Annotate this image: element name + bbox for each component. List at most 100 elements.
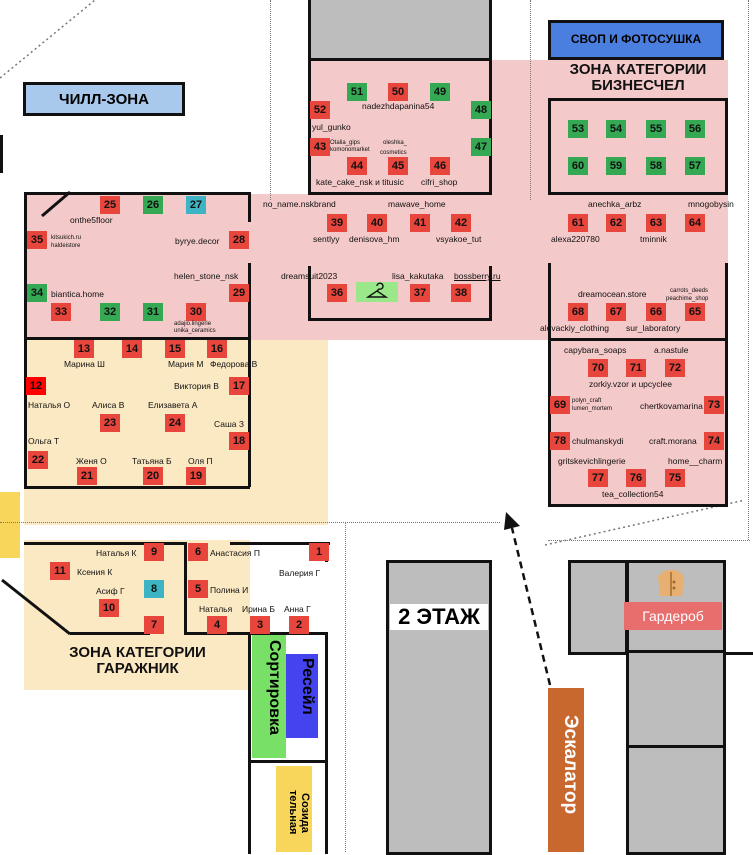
booth-41[interactable]: 41: [410, 214, 430, 232]
booth-66[interactable]: 66: [646, 303, 666, 321]
booth-53[interactable]: 53: [568, 120, 588, 138]
booth-68[interactable]: 68: [568, 303, 588, 321]
booth-28[interactable]: 28: [229, 231, 249, 249]
floor2-label: 2 ЭТАЖ: [390, 604, 488, 630]
booth-51[interactable]: 51: [347, 83, 367, 101]
business-zone-title: ЗОНА КАТЕГОРИИ БИЗНЕСЧЕЛ: [569, 61, 707, 94]
booth-35[interactable]: 35: [27, 231, 47, 249]
booth-65[interactable]: 65: [685, 303, 705, 321]
booth-20[interactable]: 20: [143, 467, 163, 485]
booth-21[interactable]: 21: [77, 467, 97, 485]
booth-3[interactable]: 3: [250, 616, 270, 634]
booth-44[interactable]: 44: [347, 157, 367, 175]
booth-61[interactable]: 61: [568, 214, 588, 232]
booth-78[interactable]: 78: [550, 432, 570, 450]
booth-5[interactable]: 5: [188, 580, 208, 598]
booth-47[interactable]: 47: [471, 138, 491, 156]
booth-57[interactable]: 57: [685, 157, 705, 175]
booth-54[interactable]: 54: [606, 120, 626, 138]
vendor-label: mnogobysin: [688, 199, 734, 209]
booth-70[interactable]: 70: [588, 359, 608, 377]
booth-8[interactable]: 8: [144, 580, 164, 598]
wall: [184, 542, 187, 632]
wall: [250, 760, 326, 763]
booth-32[interactable]: 32: [100, 303, 120, 321]
booth-46[interactable]: 46: [430, 157, 450, 175]
booth-77[interactable]: 77: [588, 469, 608, 487]
vendor-label: biantica.home: [51, 289, 104, 299]
booth-64[interactable]: 64: [685, 214, 705, 232]
booth-22[interactable]: 22: [28, 451, 48, 469]
booth-49[interactable]: 49: [430, 83, 450, 101]
booth-7[interactable]: 7: [144, 616, 164, 634]
booth-29[interactable]: 29: [229, 284, 249, 302]
booth-25[interactable]: 25: [100, 196, 120, 214]
booth-40[interactable]: 40: [367, 214, 387, 232]
booth-14[interactable]: 14: [122, 340, 142, 358]
vendor-label: Анастасия П: [210, 548, 260, 558]
booth-1[interactable]: 1: [309, 543, 329, 561]
booth-67[interactable]: 67: [606, 303, 626, 321]
dotted-line: [748, 0, 749, 540]
booth-71[interactable]: 71: [626, 359, 646, 377]
booth-12[interactable]: 12: [26, 377, 46, 395]
booth-58[interactable]: 58: [646, 157, 666, 175]
booth-74[interactable]: 74: [704, 432, 724, 450]
booth-15[interactable]: 15: [165, 340, 185, 358]
booth-13[interactable]: 13: [74, 340, 94, 358]
vendor-label: Татьяна Б: [132, 456, 172, 466]
booth-50[interactable]: 50: [388, 83, 408, 101]
wall: [24, 542, 184, 545]
booth-27[interactable]: 27: [186, 196, 206, 214]
vendor-label: gritskevichlingerie: [558, 456, 626, 466]
booth-72[interactable]: 72: [665, 359, 685, 377]
booth-36[interactable]: 36: [327, 284, 347, 302]
booth-52[interactable]: 52: [310, 101, 330, 119]
booth-63[interactable]: 63: [646, 214, 666, 232]
vendor-label: tminnik: [640, 234, 667, 244]
booth-76[interactable]: 76: [626, 469, 646, 487]
booth-17[interactable]: 17: [229, 377, 249, 395]
booth-45[interactable]: 45: [388, 157, 408, 175]
dotted-line: [530, 0, 531, 200]
booth-39[interactable]: 39: [327, 214, 347, 232]
booth-42[interactable]: 42: [451, 214, 471, 232]
booth-6[interactable]: 6: [188, 543, 208, 561]
booth-24[interactable]: 24: [165, 414, 185, 432]
booth-73[interactable]: 73: [704, 396, 724, 414]
booth-26[interactable]: 26: [143, 196, 163, 214]
booth-4[interactable]: 4: [207, 616, 227, 634]
booth-34[interactable]: 34: [27, 284, 47, 302]
booth-55[interactable]: 55: [646, 120, 666, 138]
booth-48[interactable]: 48: [471, 101, 491, 119]
vendor-label: onthe5floor: [70, 215, 113, 225]
booth-60[interactable]: 60: [568, 157, 588, 175]
booth-33[interactable]: 33: [51, 303, 71, 321]
booth-38[interactable]: 38: [451, 284, 471, 302]
booth-30[interactable]: 30: [186, 303, 206, 321]
booth-23[interactable]: 23: [100, 414, 120, 432]
vendor-label: Ксения К: [77, 567, 113, 577]
booth-43[interactable]: 43: [310, 138, 330, 156]
booth-19[interactable]: 19: [186, 467, 206, 485]
booth-69[interactable]: 69: [550, 396, 570, 414]
booth-16[interactable]: 16: [207, 340, 227, 358]
resale-label: Ресейл: [299, 658, 316, 715]
booth-2[interactable]: 2: [289, 616, 309, 634]
vendor-label: peachime_shop: [666, 296, 709, 302]
booth-59[interactable]: 59: [606, 157, 626, 175]
vendor-label: Otalia_gips: [330, 140, 361, 146]
booth-37[interactable]: 37: [410, 284, 430, 302]
wall: [24, 192, 250, 195]
booth-11[interactable]: 11: [50, 562, 70, 580]
booth-31[interactable]: 31: [143, 303, 163, 321]
booth-62[interactable]: 62: [606, 214, 626, 232]
booth-56[interactable]: 56: [685, 120, 705, 138]
vendor-label: vsyakoe_tut: [436, 234, 482, 244]
booth-18[interactable]: 18: [229, 432, 249, 450]
wardrobe-label[interactable]: Гардероб: [624, 602, 722, 630]
booth-10[interactable]: 10: [99, 599, 119, 617]
booth-75[interactable]: 75: [665, 469, 685, 487]
booth-9[interactable]: 9: [144, 543, 164, 561]
wall: [489, 60, 492, 195]
